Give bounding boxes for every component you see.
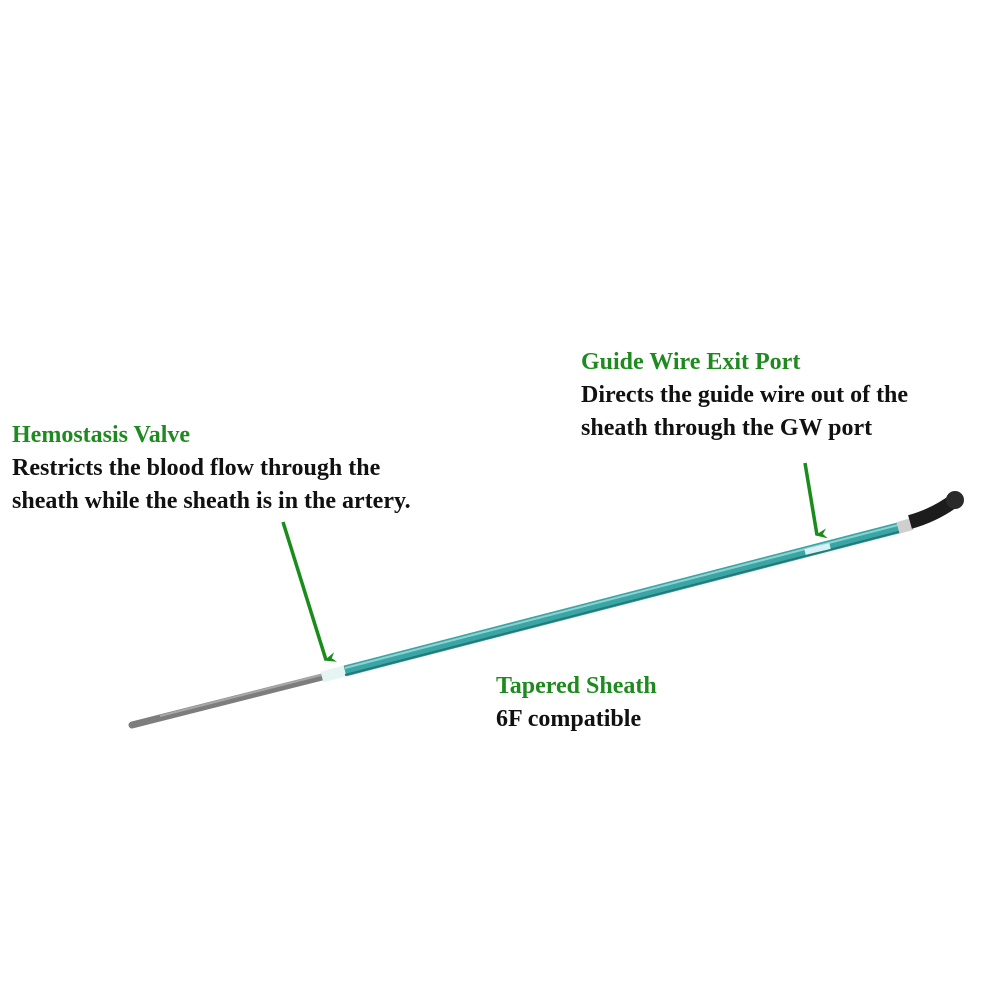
hemostasis-title: Hemostasis Valve (12, 422, 191, 448)
guide-wire-desc-line: Directs the guide wire out of the (581, 382, 909, 408)
tapered-title: Tapered Sheath (496, 673, 657, 699)
hemostasis-arrow (281, 521, 338, 662)
guide-wire-title: Guide Wire Exit Port (581, 349, 801, 375)
hemostasis-callout: Hemostasis Valve Restricts the blood flo… (12, 419, 411, 518)
hemostasis-desc-line: Restricts the blood flow through the (12, 455, 381, 481)
tapered-desc-line: 6F compatible (496, 706, 642, 732)
guide-wire-exit-port (804, 543, 831, 555)
dilator-tip (128, 671, 334, 729)
guide-wire-callout: Guide Wire Exit Port Directs the guide w… (581, 346, 908, 445)
tapered-callout: Tapered Sheath 6F compatible (496, 670, 657, 736)
guide-wire-arrow (803, 462, 828, 539)
guide-wire-desc-line: sheath through the GW port (581, 415, 873, 441)
hemostasis-desc-line: sheath while the sheath is in the artery… (12, 488, 411, 514)
hemostasis-valve (320, 665, 347, 683)
